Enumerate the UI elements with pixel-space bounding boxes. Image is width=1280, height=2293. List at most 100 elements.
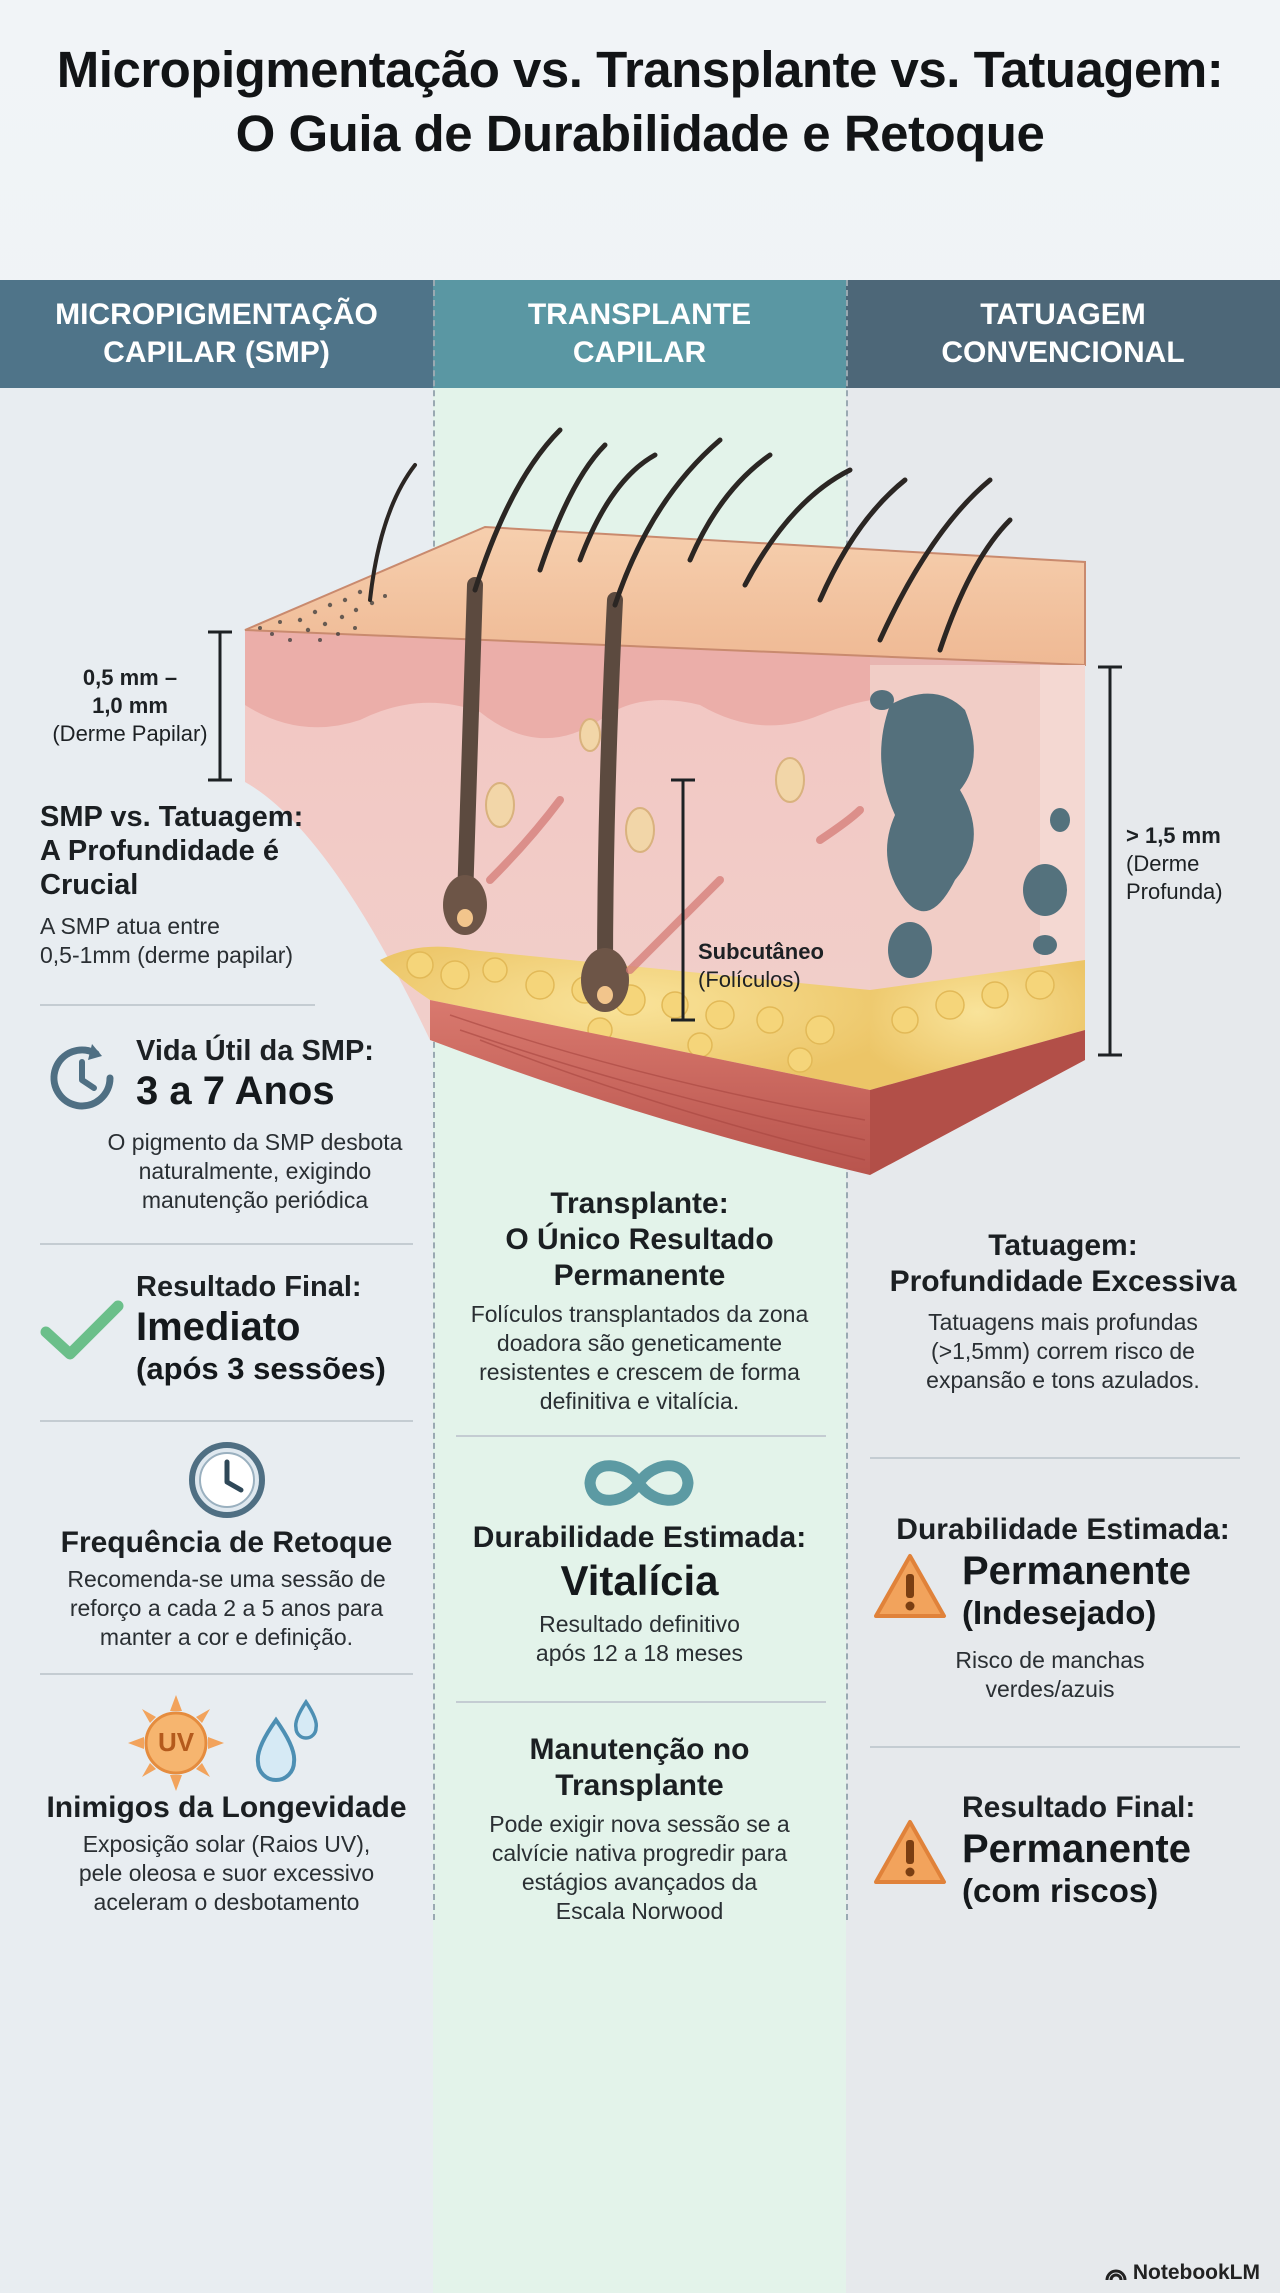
clock-icon bbox=[189, 1442, 265, 1518]
smp-lifespan-text-l1: O pigmento da SMP desbota bbox=[107, 1129, 403, 1155]
header-tattoo-line2: CONVENCIONAL bbox=[941, 336, 1185, 369]
transplant-durability-text-l2: após 12 a 18 meses bbox=[535, 1640, 744, 1666]
tattoo-depth-text-l1: Tatuagens mais profundas bbox=[928, 1309, 1198, 1335]
transplant-maintenance-text-l2: calvície nativa progredir para bbox=[491, 1840, 788, 1866]
header-transplant-line1: TRANSPLANTE bbox=[527, 298, 752, 331]
tattoo-depth-label: > 1,5 mm (Derme Profunda) bbox=[1126, 822, 1266, 906]
smp-depth-title-l1: SMP vs. Tatuagem: bbox=[40, 801, 304, 833]
smp-pigment-dots bbox=[258, 589, 387, 642]
smp-enemies-text-l3: aceleram o desbotamento bbox=[93, 1889, 360, 1915]
smp-depth-line3: (Derme Papilar) bbox=[52, 721, 208, 746]
smp-depth-title-l3: Crucial bbox=[40, 869, 139, 901]
header-tattoo: TATUAGEM CONVENCIONAL bbox=[846, 280, 1280, 388]
transplant-permanent: Transplante: O Único Resultado Permanent… bbox=[443, 1186, 836, 1416]
tattoo-durability-value: Permanente bbox=[962, 1549, 1191, 1593]
uv-sun-icon: UV bbox=[126, 1693, 226, 1793]
uv-badge-text: UV bbox=[157, 1727, 195, 1757]
tattoo-result: Resultado Final: Permanente (com riscos) bbox=[962, 1790, 1262, 1910]
smp-separator-3 bbox=[40, 1420, 413, 1422]
title-line-2: O Guia de Durabilidade e Retoque bbox=[235, 105, 1045, 162]
skin-surface bbox=[245, 527, 1085, 665]
header-transplant: TRANSPLANTE CAPILAR bbox=[433, 280, 846, 388]
smp-depth-line1: 0,5 mm – bbox=[82, 665, 178, 690]
column-divider-1 bbox=[433, 280, 435, 1920]
notebooklm-brand-text: NotebookLM bbox=[1132, 2261, 1260, 2284]
hair-follicle-2 bbox=[581, 592, 629, 1012]
smp-separator-4 bbox=[40, 1673, 413, 1675]
smp-retouch: Frequência de Retoque Recomenda-se uma s… bbox=[30, 1525, 423, 1652]
notebooklm-logo-icon bbox=[1105, 2269, 1127, 2281]
tattoo-durability-text-l2: verdes/azuis bbox=[985, 1676, 1115, 1702]
smp-result: Resultado Final: Imediato (após 3 sessõe… bbox=[136, 1270, 426, 1388]
smp-enemies: Inimigos da Longevidade Exposição solar … bbox=[28, 1790, 425, 1917]
transplant-separator-2 bbox=[456, 1701, 826, 1703]
smp-depth-text-l1: A SMP atua entre bbox=[40, 913, 220, 939]
hair-follicle-1 bbox=[443, 577, 487, 935]
transplant-maintenance-text-l1: Pode exigir nova sessão se a bbox=[489, 1811, 790, 1837]
transplant-maintenance-title-l2: Transplante bbox=[555, 1769, 724, 1802]
smp-enemies-text-l2: pele oleosa e suor excessivo bbox=[78, 1860, 375, 1886]
smp-lifespan-text: O pigmento da SMP desbota naturalmente, … bbox=[90, 1128, 420, 1215]
transplant-durability-label: Durabilidade Estimada: bbox=[472, 1521, 807, 1554]
tattoo-durability-text-l1: Risco de manchas bbox=[955, 1647, 1145, 1673]
transplant-depth-line2: (Folículos) bbox=[698, 967, 801, 992]
smp-separator-2 bbox=[40, 1243, 413, 1245]
title-line-1: Micropigmentação vs. Transplante vs. Tat… bbox=[56, 41, 1224, 98]
transplant-separator-1 bbox=[456, 1435, 826, 1437]
header-smp-line2: CAPILAR (SMP) bbox=[103, 336, 330, 369]
tattoo-ink-blotches bbox=[870, 690, 1070, 978]
smp-depth-section: SMP vs. Tatuagem: A Profundidade é Cruci… bbox=[40, 800, 340, 970]
smp-separator-1 bbox=[40, 1004, 315, 1006]
smp-result-value: Imediato bbox=[136, 1305, 301, 1349]
tattoo-depth-line2: (Derme bbox=[1126, 851, 1200, 876]
transplant-depth-label: Subcutâneo (Folículos) bbox=[698, 938, 848, 994]
transplant-durability-value: Vitalícia bbox=[560, 1557, 719, 1604]
tattoo-depth-line3: Profunda) bbox=[1126, 879, 1223, 904]
transplant-permanent-text-l2: doadora são geneticamente bbox=[496, 1330, 783, 1356]
transplant-maintenance-text-l3: estágios avançados da bbox=[521, 1869, 758, 1895]
tattoo-depth: Tatuagem: Profundidade Excessiva Tatuage… bbox=[856, 1228, 1270, 1395]
smp-retouch-text-l2: reforço a cada 2 a 5 anos para bbox=[69, 1595, 384, 1621]
checkmark-icon bbox=[40, 1300, 124, 1360]
notebooklm-brand: NotebookLM bbox=[1105, 2261, 1260, 2285]
transplant-maintenance-text-l4: Escala Norwood bbox=[555, 1898, 724, 1924]
smp-depth-text-l2: 0,5-1mm (derme papilar) bbox=[40, 942, 294, 968]
smp-lifespan-text-l3: manutenção periódica bbox=[141, 1187, 369, 1213]
smp-lifespan-text-l2: naturalmente, exigindo bbox=[138, 1158, 372, 1184]
clock-refresh-icon bbox=[50, 1044, 114, 1110]
header-tattoo-line1: TATUAGEM bbox=[980, 298, 1146, 331]
transplant-durability: Durabilidade Estimada: Vitalícia Resulta… bbox=[443, 1520, 836, 1668]
transplant-permanent-title-l2: O Único Resultado bbox=[505, 1223, 774, 1256]
tattoo-result-sub: (com riscos) bbox=[962, 1872, 1159, 1909]
transplant-permanent-text-l4: definitiva e vitalícia. bbox=[539, 1388, 740, 1414]
fat-layer bbox=[380, 946, 870, 1090]
smp-lifespan: Vida Útil da SMP: 3 a 7 Anos bbox=[136, 1034, 426, 1114]
infinity-icon bbox=[584, 1460, 694, 1506]
tattoo-durability-text: Risco de manchas verdes/azuis bbox=[900, 1646, 1200, 1704]
transplant-maintenance: Manutenção no Transplante Pode exigir no… bbox=[443, 1732, 836, 1926]
depth-markers bbox=[208, 630, 1122, 1057]
tattoo-depth-title-l2: Profundidade Excessiva bbox=[889, 1265, 1237, 1298]
warning-icon bbox=[874, 1554, 946, 1618]
tattoo-result-label: Resultado Final: bbox=[962, 1791, 1196, 1824]
transplant-permanent-text-l3: resistentes e crescem de forma bbox=[479, 1359, 800, 1385]
smp-depth-line2: 1,0 mm bbox=[92, 693, 168, 718]
tattoo-separator-2 bbox=[870, 1746, 1240, 1748]
tattoo-depth-text-l2: (>1,5mm) correm risco de bbox=[931, 1338, 1195, 1364]
smp-retouch-text-l1: Recomenda-se uma sessão de bbox=[67, 1566, 386, 1592]
transplant-permanent-title-l1: Transplante: bbox=[550, 1187, 729, 1220]
smp-retouch-title: Frequência de Retoque bbox=[60, 1526, 393, 1559]
tattoo-depth-line1: > 1,5 mm bbox=[1126, 823, 1221, 848]
warning-icon bbox=[874, 1820, 946, 1884]
tattoo-depth-text-l3: expansão e tons azulados. bbox=[926, 1367, 1200, 1393]
smp-depth-label: 0,5 mm – 1,0 mm (Derme Papilar) bbox=[40, 664, 220, 748]
smp-lifespan-value: 3 a 7 Anos bbox=[136, 1069, 335, 1113]
transplant-permanent-text-l1: Folículos transplantados da zona bbox=[470, 1301, 809, 1327]
transplant-durability-text-l1: Resultado definitivo bbox=[539, 1611, 740, 1637]
header-transplant-line2: CAPILAR bbox=[572, 336, 707, 369]
skin-cross-section-illustration bbox=[208, 427, 1122, 1175]
tattoo-durability-sub: (Indesejado) bbox=[962, 1594, 1157, 1631]
tattoo-separator-1 bbox=[870, 1457, 1240, 1459]
tattoo-durability: Permanente (Indesejado) bbox=[962, 1548, 1262, 1632]
smp-enemies-text-l1: Exposição solar (Raios UV), bbox=[82, 1831, 371, 1857]
